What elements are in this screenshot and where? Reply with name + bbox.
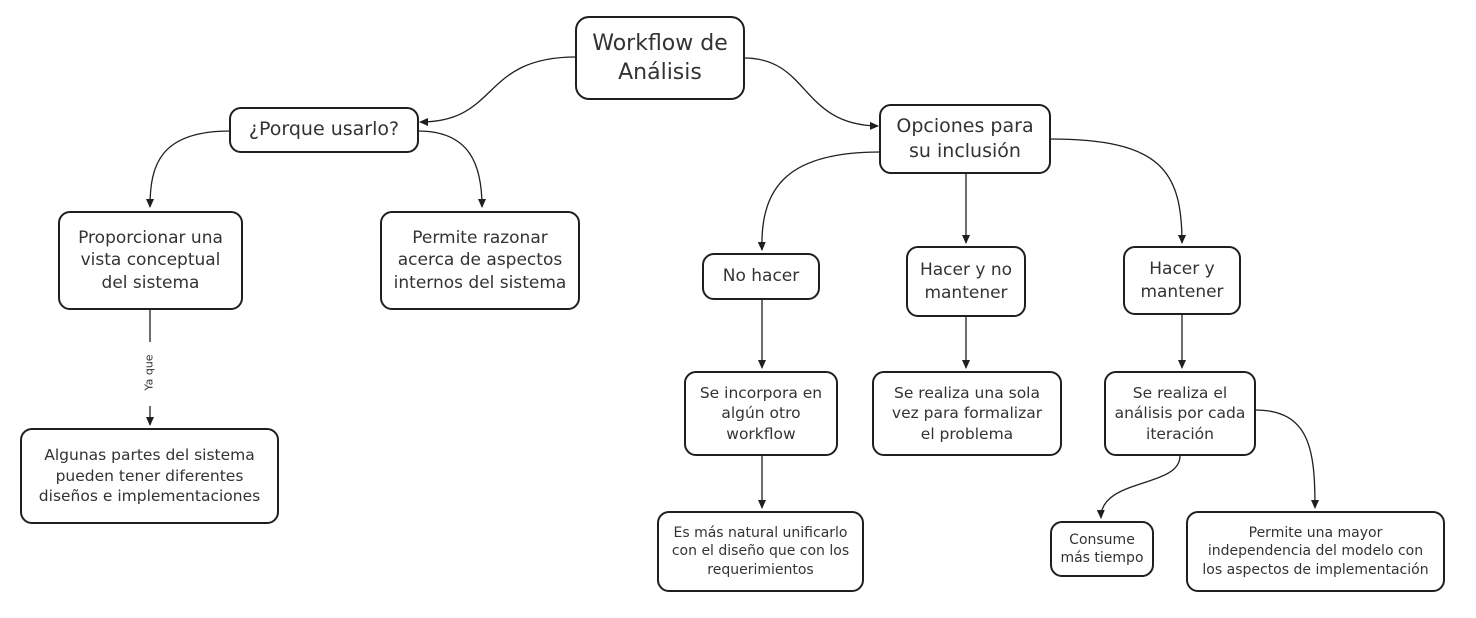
node-inclusion-options: Opciones para su inclusión [879, 104, 1051, 174]
edge-why-to-conceptual [146, 130, 231, 208]
node-per-iteration: Se realiza el análisis por cada iteració… [1104, 371, 1256, 456]
node-system-parts: Algunas partes del sistema pueden tener … [20, 428, 279, 524]
edge-iteration-to-independence [1254, 409, 1319, 509]
node-conceptual-view: Proporcionar una vista conceptual del si… [58, 211, 243, 310]
node-no-hacer: No hacer [702, 253, 820, 300]
node-single-time: Se realiza una sola vez para formalizar … [872, 371, 1062, 456]
node-more-time: Consume más tiempo [1050, 521, 1154, 577]
node-hacer-mantener: Hacer y mantener [1123, 246, 1241, 315]
node-unify-design: Es más natural unificarlo con el diseño … [657, 511, 864, 592]
node-hacer-no-mantener: Hacer y no mantener [906, 246, 1026, 317]
edge-iteration-to-time [1096, 455, 1181, 519]
node-incorporate: Se incorpora en algún otro workflow [684, 371, 838, 456]
edge-label-ya-que: Ya que [142, 352, 156, 393]
edge-why-to-reasoning [417, 130, 486, 208]
edge-root-to-why [419, 56, 577, 126]
node-why-use: ¿Porque usarlo? [229, 107, 419, 153]
root-node-workflow: Workflow de Análisis [575, 16, 745, 100]
edge-options-to-domaintain [1049, 138, 1186, 244]
edge-root-to-options [743, 57, 879, 130]
node-reasoning: Permite razonar acerca de aspectos inter… [380, 211, 580, 310]
edge-options-to-nodo [757, 151, 881, 251]
node-model-independence: Permite una mayor independencia del mode… [1186, 511, 1445, 592]
